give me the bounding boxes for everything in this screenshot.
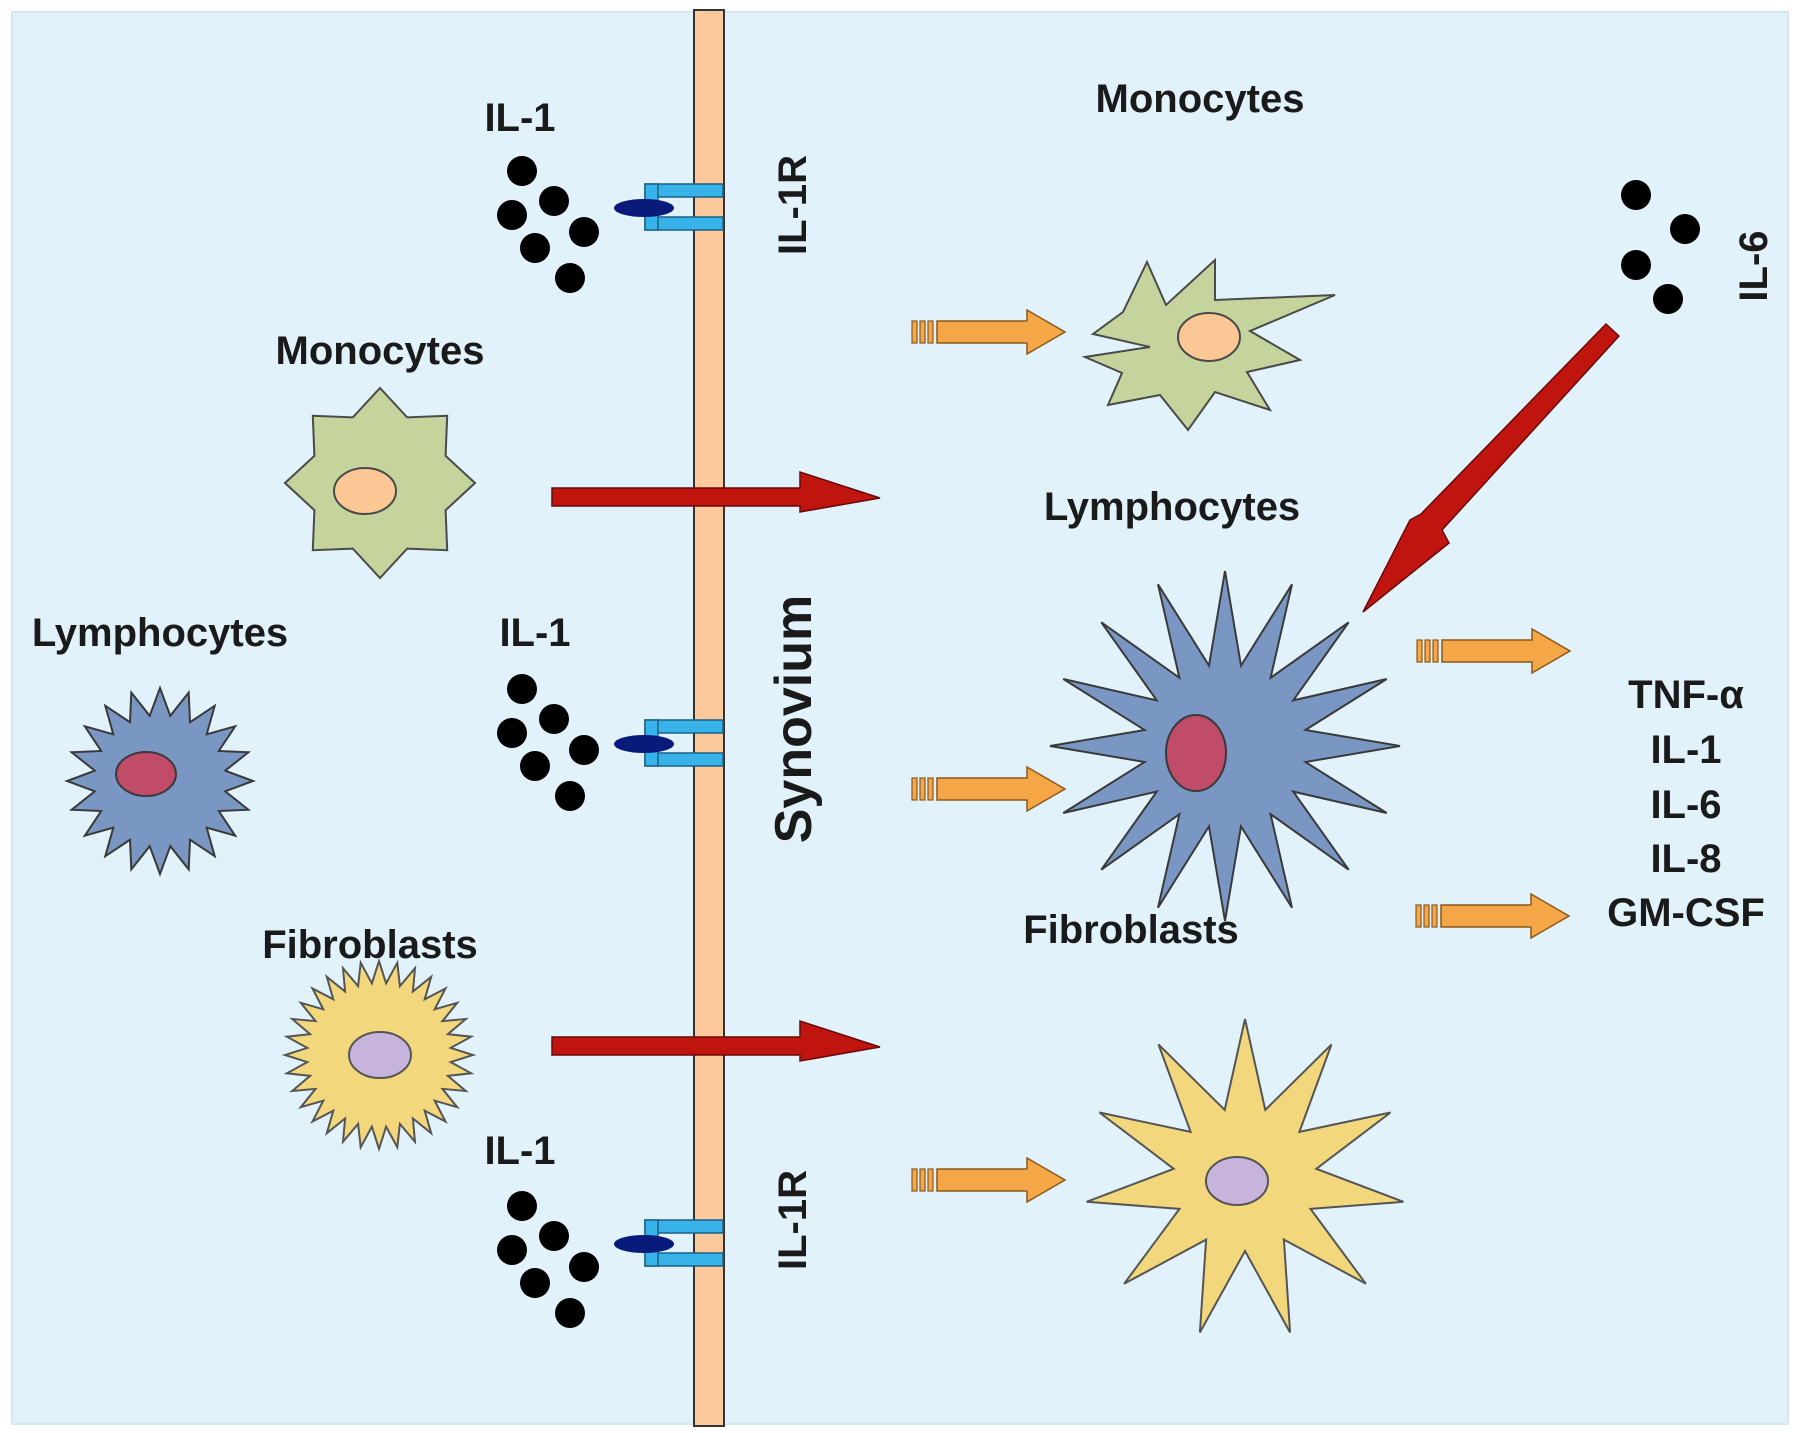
il6-dots: [1621, 180, 1700, 314]
il1-receptor-top: [614, 183, 724, 231]
fibroblast-nucleus-left: [348, 1031, 412, 1079]
arrow-tail-stripe: [919, 1168, 926, 1192]
cytokine-dot: [1653, 284, 1683, 314]
cytokine-dot: [539, 186, 569, 216]
fibroblasts-left-label: Fibroblasts: [262, 923, 478, 967]
arrow-body: [936, 765, 1067, 813]
cytokine-dot: [569, 735, 599, 765]
il1-receptor-mid: [614, 719, 724, 767]
orange-arrow-monocyte: [911, 308, 1067, 356]
lymphocytes-right-label: Lymphocytes: [1044, 485, 1300, 529]
arrow-tail-stripe: [911, 777, 918, 801]
synovium-membrane: [693, 9, 725, 1427]
cytokine-dot: [520, 751, 550, 781]
arrow-tail-stripe: [911, 1168, 918, 1192]
arrow-tail-stripe: [1431, 904, 1438, 928]
arrow-body: [936, 1156, 1067, 1204]
il1-top-label: IL-1: [484, 96, 555, 140]
cytokine-dot: [555, 781, 585, 811]
arrow-tail-stripe: [919, 320, 926, 344]
monocyte-nucleus-left: [333, 467, 397, 515]
cytokine-gm-csf: GM-CSF: [1607, 891, 1765, 935]
orange-arrow-lymphocyte: [911, 765, 1067, 813]
arrow-tail-stripe: [1423, 904, 1430, 928]
orange-arrow-fibroblast: [911, 1156, 1067, 1204]
cytokine-dot: [539, 704, 569, 734]
fibroblast-nucleus-right: [1205, 1156, 1269, 1206]
cytokine-dot: [507, 674, 537, 704]
arrow-tail-stripe: [1432, 639, 1439, 663]
il1-dots-bottom: [497, 1191, 599, 1328]
red-arrow-il6: [1362, 322, 1621, 613]
monocytes-right-label: Monocytes: [1096, 77, 1305, 121]
cytokine-dot: [1670, 214, 1700, 244]
cytokine-tnf-alpha: TNF-α: [1628, 673, 1744, 717]
il1-ligand-bound: [614, 735, 674, 753]
cytokine-dot: [555, 1298, 585, 1328]
il6-label: IL-6: [1732, 230, 1776, 301]
orange-arrow-secretion-top: [1416, 627, 1572, 675]
red-arrow-fibroblasts: [551, 1019, 881, 1062]
il1r-top-label: IL-1R: [771, 155, 815, 255]
cytokine-dot: [1621, 180, 1651, 210]
arrow-tail-stripe: [1416, 639, 1423, 663]
cytokine-dot: [539, 1221, 569, 1251]
lymphocytes-left-label: Lymphocytes: [32, 611, 288, 655]
cytokine-dot: [507, 156, 537, 186]
arrow-tail-stripe: [927, 320, 934, 344]
lymphocyte-nucleus-left: [115, 751, 177, 797]
arrow-tail-stripe: [927, 1168, 934, 1192]
synovium-label: Synovium: [765, 595, 823, 844]
lymphocyte-nucleus-right: [1165, 714, 1227, 792]
cytokine-il1: IL-1: [1650, 728, 1721, 772]
background-panel: [11, 11, 1789, 1425]
monocyte-nucleus-right: [1177, 312, 1241, 362]
cytokine-dot: [497, 200, 527, 230]
arrow-body: [1441, 627, 1572, 675]
il1r-bottom-label: IL-1R: [771, 1170, 815, 1270]
il1-dots-mid: [497, 674, 599, 811]
cytokine-dot: [1621, 250, 1651, 280]
red-arrow-monocytes: [551, 470, 881, 513]
cytokine-dot: [507, 1191, 537, 1221]
cytokine-dot: [569, 217, 599, 247]
il1-ligand-bound: [614, 1235, 674, 1253]
cytokine-il6: IL-6: [1650, 783, 1721, 827]
arrow-body: [936, 308, 1067, 356]
arrow-tail-stripe: [911, 320, 918, 344]
il1-ligand-bound: [614, 199, 674, 217]
cytokine-dot: [520, 233, 550, 263]
arrow-body: [1440, 892, 1571, 940]
cytokine-il8: IL-8: [1650, 837, 1721, 881]
cytokine-dot: [497, 1235, 527, 1265]
monocytes-left-label: Monocytes: [276, 329, 485, 373]
il1-mid-label: IL-1: [499, 611, 570, 655]
arrow-tail-stripe: [919, 777, 926, 801]
fibroblasts-right-label: Fibroblasts: [1023, 908, 1239, 952]
il1-bottom-label: IL-1: [484, 1129, 555, 1173]
orange-arrow-secretion-bottom: [1415, 892, 1571, 940]
cytokine-dot: [555, 263, 585, 293]
cytokine-dot: [497, 718, 527, 748]
arrow-tail-stripe: [927, 777, 934, 801]
il1-receptor-bottom: [614, 1219, 724, 1267]
cytokine-dot: [520, 1268, 550, 1298]
cytokine-dot: [569, 1252, 599, 1282]
il1-dots-top: [497, 156, 599, 293]
arrow-tail-stripe: [1424, 639, 1431, 663]
arrow-tail-stripe: [1415, 904, 1422, 928]
